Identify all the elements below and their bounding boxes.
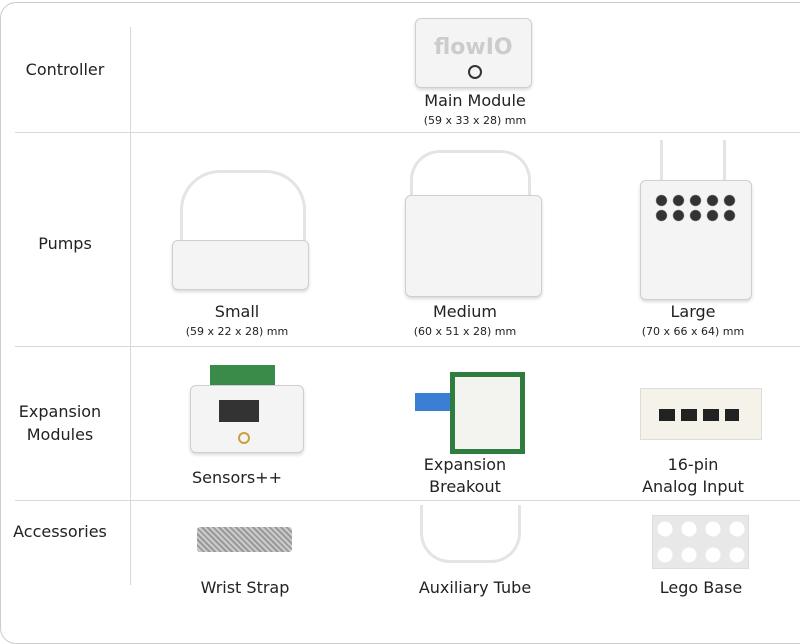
breakout-board-image <box>450 372 525 454</box>
column-divider <box>130 27 131 585</box>
tube <box>180 170 306 253</box>
sensor-board <box>210 365 275 385</box>
item-dims: (70 x 66 x 64) mm <box>641 325 745 338</box>
item-name: Expansion Breakout <box>365 454 565 498</box>
item-name: Large <box>670 302 716 321</box>
row-divider <box>15 132 800 133</box>
port-holes <box>653 193 739 223</box>
small-pump-image <box>172 240 309 290</box>
lego-base-image <box>652 515 749 569</box>
category-accessories: Accessories <box>13 522 107 541</box>
wrist-strap-image <box>197 527 292 552</box>
item-name: Medium <box>433 302 497 321</box>
chip <box>219 400 259 422</box>
tube <box>660 140 726 180</box>
category-expansion: Expansion Modules <box>18 402 102 444</box>
analog-input-image <box>640 388 762 440</box>
item-name: Small <box>214 302 260 321</box>
category-controller: Controller <box>25 60 105 79</box>
ribbon-cable <box>415 393 455 411</box>
power-icon <box>238 432 250 444</box>
item-name: 16-pin Analog Input <box>593 454 793 498</box>
medium-pump-image <box>405 195 542 297</box>
item-name: Main Module <box>424 91 526 110</box>
item-dims: (60 x 51 x 28) mm <box>413 325 517 338</box>
row-divider <box>15 500 800 501</box>
main-module-image: flowIO <box>415 18 532 88</box>
row-divider <box>15 346 800 347</box>
auxiliary-tube-image <box>420 505 521 563</box>
tube <box>410 150 531 213</box>
logo: flowIO <box>434 35 513 60</box>
chips <box>659 409 739 421</box>
category-pumps: Pumps <box>38 234 92 253</box>
item-dims: (59 x 22 x 28) mm <box>185 325 289 338</box>
item-name: Wrist Strap <box>200 578 290 597</box>
item-name: Sensors++ <box>192 468 282 487</box>
item-name: Auxiliary Tube <box>418 578 532 597</box>
item-name: Lego Base <box>659 578 743 597</box>
item-dims: (59 x 33 x 28) mm <box>423 114 527 127</box>
item-name-text: 16-pin Analog Input <box>642 455 744 496</box>
sensors-module-image <box>190 385 304 453</box>
item-name-text: Expansion Breakout <box>423 455 507 496</box>
large-pump-image <box>640 180 752 300</box>
power-icon <box>468 65 482 79</box>
